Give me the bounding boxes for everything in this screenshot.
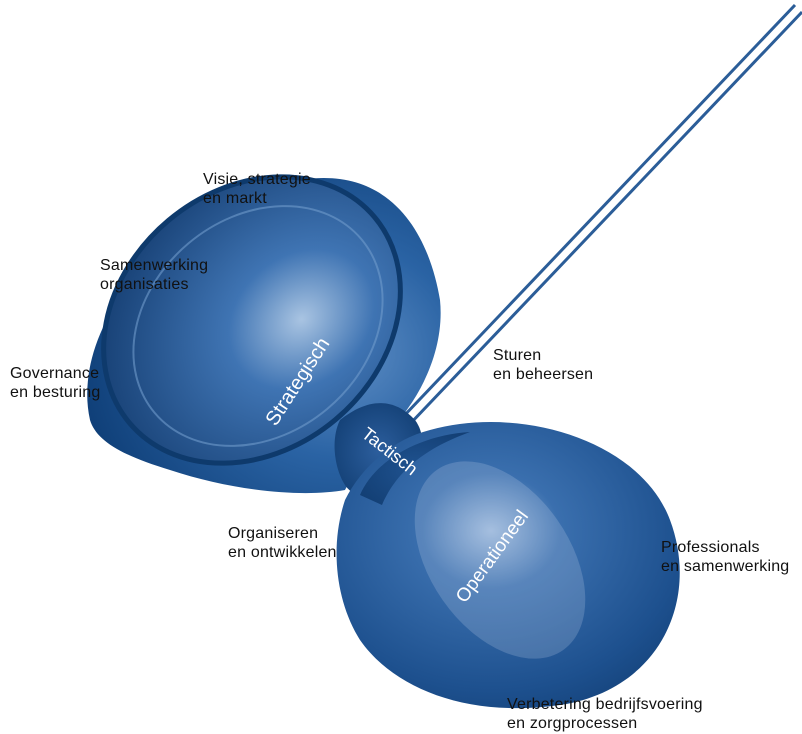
label-line: Visie, strategie: [203, 170, 311, 189]
label-line: en besturing: [10, 383, 100, 402]
label-line: Governance: [10, 364, 100, 383]
label-professionals: Professionals en samenwerking: [661, 538, 789, 576]
label-line: en samenwerking: [661, 557, 789, 576]
label-line: en zorgprocessen: [507, 714, 703, 733]
label-organiseren: Organiseren en ontwikkelen: [228, 524, 337, 562]
label-governance: Governance en besturing: [10, 364, 100, 402]
label-line: en markt: [203, 189, 311, 208]
label-line: Verbetering bedrijfsvoering: [507, 695, 703, 714]
label-samenwerking-organisaties: Samenwerking organisaties: [100, 256, 208, 294]
label-line: Samenwerking: [100, 256, 208, 275]
label-line: Professionals: [661, 538, 789, 557]
label-line: Organiseren: [228, 524, 337, 543]
bottom-cup: [337, 422, 680, 708]
label-visie-strategie: Visie, strategie en markt: [203, 170, 311, 208]
label-line: en ontwikkelen: [228, 543, 337, 562]
label-verbetering: Verbetering bedrijfsvoering en zorgproce…: [507, 695, 703, 733]
label-sturen: Sturen en beheersen: [493, 346, 593, 384]
label-line: organisaties: [100, 275, 208, 294]
label-line: en beheersen: [493, 365, 593, 384]
label-line: Sturen: [493, 346, 593, 365]
